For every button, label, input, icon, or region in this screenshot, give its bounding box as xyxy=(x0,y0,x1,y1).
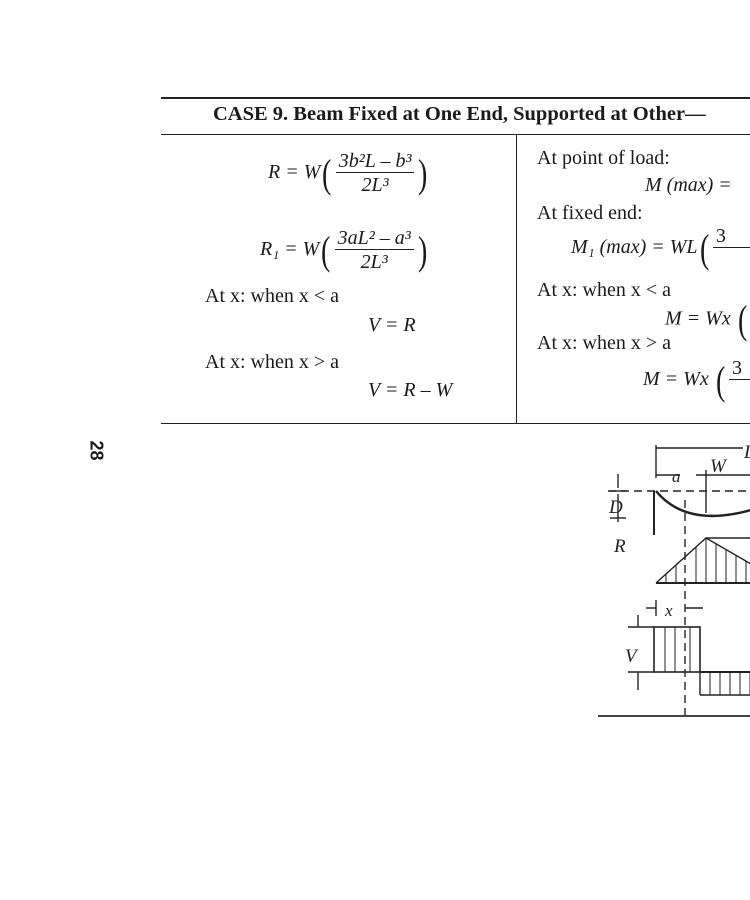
eq-lhs: M₁ (max) = WL xyxy=(571,236,698,259)
condition-x-less-a-right: At x: when x < a xyxy=(537,279,672,301)
top-rule xyxy=(161,97,750,99)
formula-numerator: 3aL² – a³ xyxy=(334,227,414,250)
label-R: R xyxy=(613,536,626,557)
condition-x-greater-a-right: At x: when x > a xyxy=(537,332,672,354)
header-rule xyxy=(161,134,750,136)
label-W: W xyxy=(710,456,728,477)
case-title: CASE 9. Beam Fixed at One End, Supported… xyxy=(213,103,706,125)
moment-eq-4: M = Wx (3 xyxy=(643,357,750,404)
shear-eq-1: V = R xyxy=(368,314,416,336)
moment-max-eq: M (max) = xyxy=(645,174,732,196)
formula-numerator: 3b²L – b³ xyxy=(335,150,415,173)
eq-numerator: 3 xyxy=(729,357,750,380)
bottom-rule xyxy=(161,423,750,425)
moment-eq-3: M = Wx ( xyxy=(665,297,748,342)
formula-lhs: R = W xyxy=(268,161,321,184)
label-x: x xyxy=(664,601,673,620)
label-D: D xyxy=(608,497,623,518)
condition-x-less-a: At x: when x < a xyxy=(205,285,340,307)
label-fixed-end: At fixed end: xyxy=(537,202,643,224)
eq-lhs: M = Wx xyxy=(643,368,709,391)
label-a: a xyxy=(672,467,681,486)
label-L: L xyxy=(743,442,750,463)
moment-fixed-end-eq: M₁ (max) = WL(3 xyxy=(571,225,750,272)
beam-diagram: L W a D R x V xyxy=(598,442,750,720)
formula-lhs: R₁ = W xyxy=(260,238,320,261)
eq-numerator: 3 xyxy=(712,225,750,248)
condition-x-greater-a: At x: when x > a xyxy=(205,351,340,373)
formula-denominator: 2L³ xyxy=(361,174,389,196)
label-V: V xyxy=(625,646,639,667)
page-number: 28 xyxy=(86,440,107,461)
eq-lhs: M = Wx xyxy=(665,307,731,330)
column-divider xyxy=(516,134,518,423)
shear-eq-2: V = R – W xyxy=(368,379,453,401)
label-point-of-load: At point of load: xyxy=(537,147,670,169)
formula-denominator: 2L³ xyxy=(360,251,388,273)
